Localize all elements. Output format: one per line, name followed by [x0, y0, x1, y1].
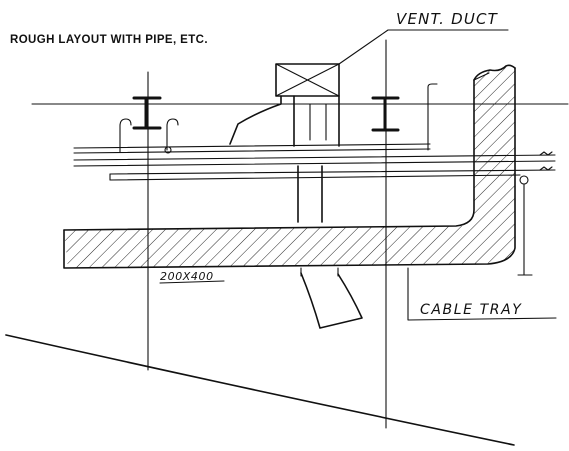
tray-size-label: 200X400	[160, 270, 214, 283]
hook-left-a	[119, 118, 132, 153]
pipe-wavy-ends	[539, 151, 553, 171]
floor-slope-line	[5, 334, 515, 446]
hook-right	[427, 83, 438, 151]
cable-tray-label: CABLE TRAY	[420, 302, 522, 318]
pipe-hanger-right	[371, 96, 400, 132]
cable-tray-leader	[407, 267, 557, 321]
vent-duct-leader	[338, 29, 509, 65]
vent-duct-box	[275, 63, 340, 97]
vent-duct-label: VENT. DUCT	[396, 10, 499, 28]
vent-duct-inner-wall	[309, 103, 327, 141]
pipe-hanger-left	[132, 96, 162, 130]
cable-tray	[63, 64, 516, 269]
drop-loop	[519, 175, 529, 185]
vent-duct-cross-b	[275, 63, 340, 97]
vent-duct-upper-bend	[229, 95, 282, 145]
pipe-run-upper	[73, 143, 431, 154]
drawing-title: ROUGH LAYOUT WITH PIPE, ETC.	[10, 34, 208, 46]
tray-size-underline	[159, 280, 225, 284]
vent-duct-through-tray	[300, 267, 339, 277]
hook-left-b	[166, 118, 179, 151]
vent-duct-lower-bend	[300, 272, 363, 329]
